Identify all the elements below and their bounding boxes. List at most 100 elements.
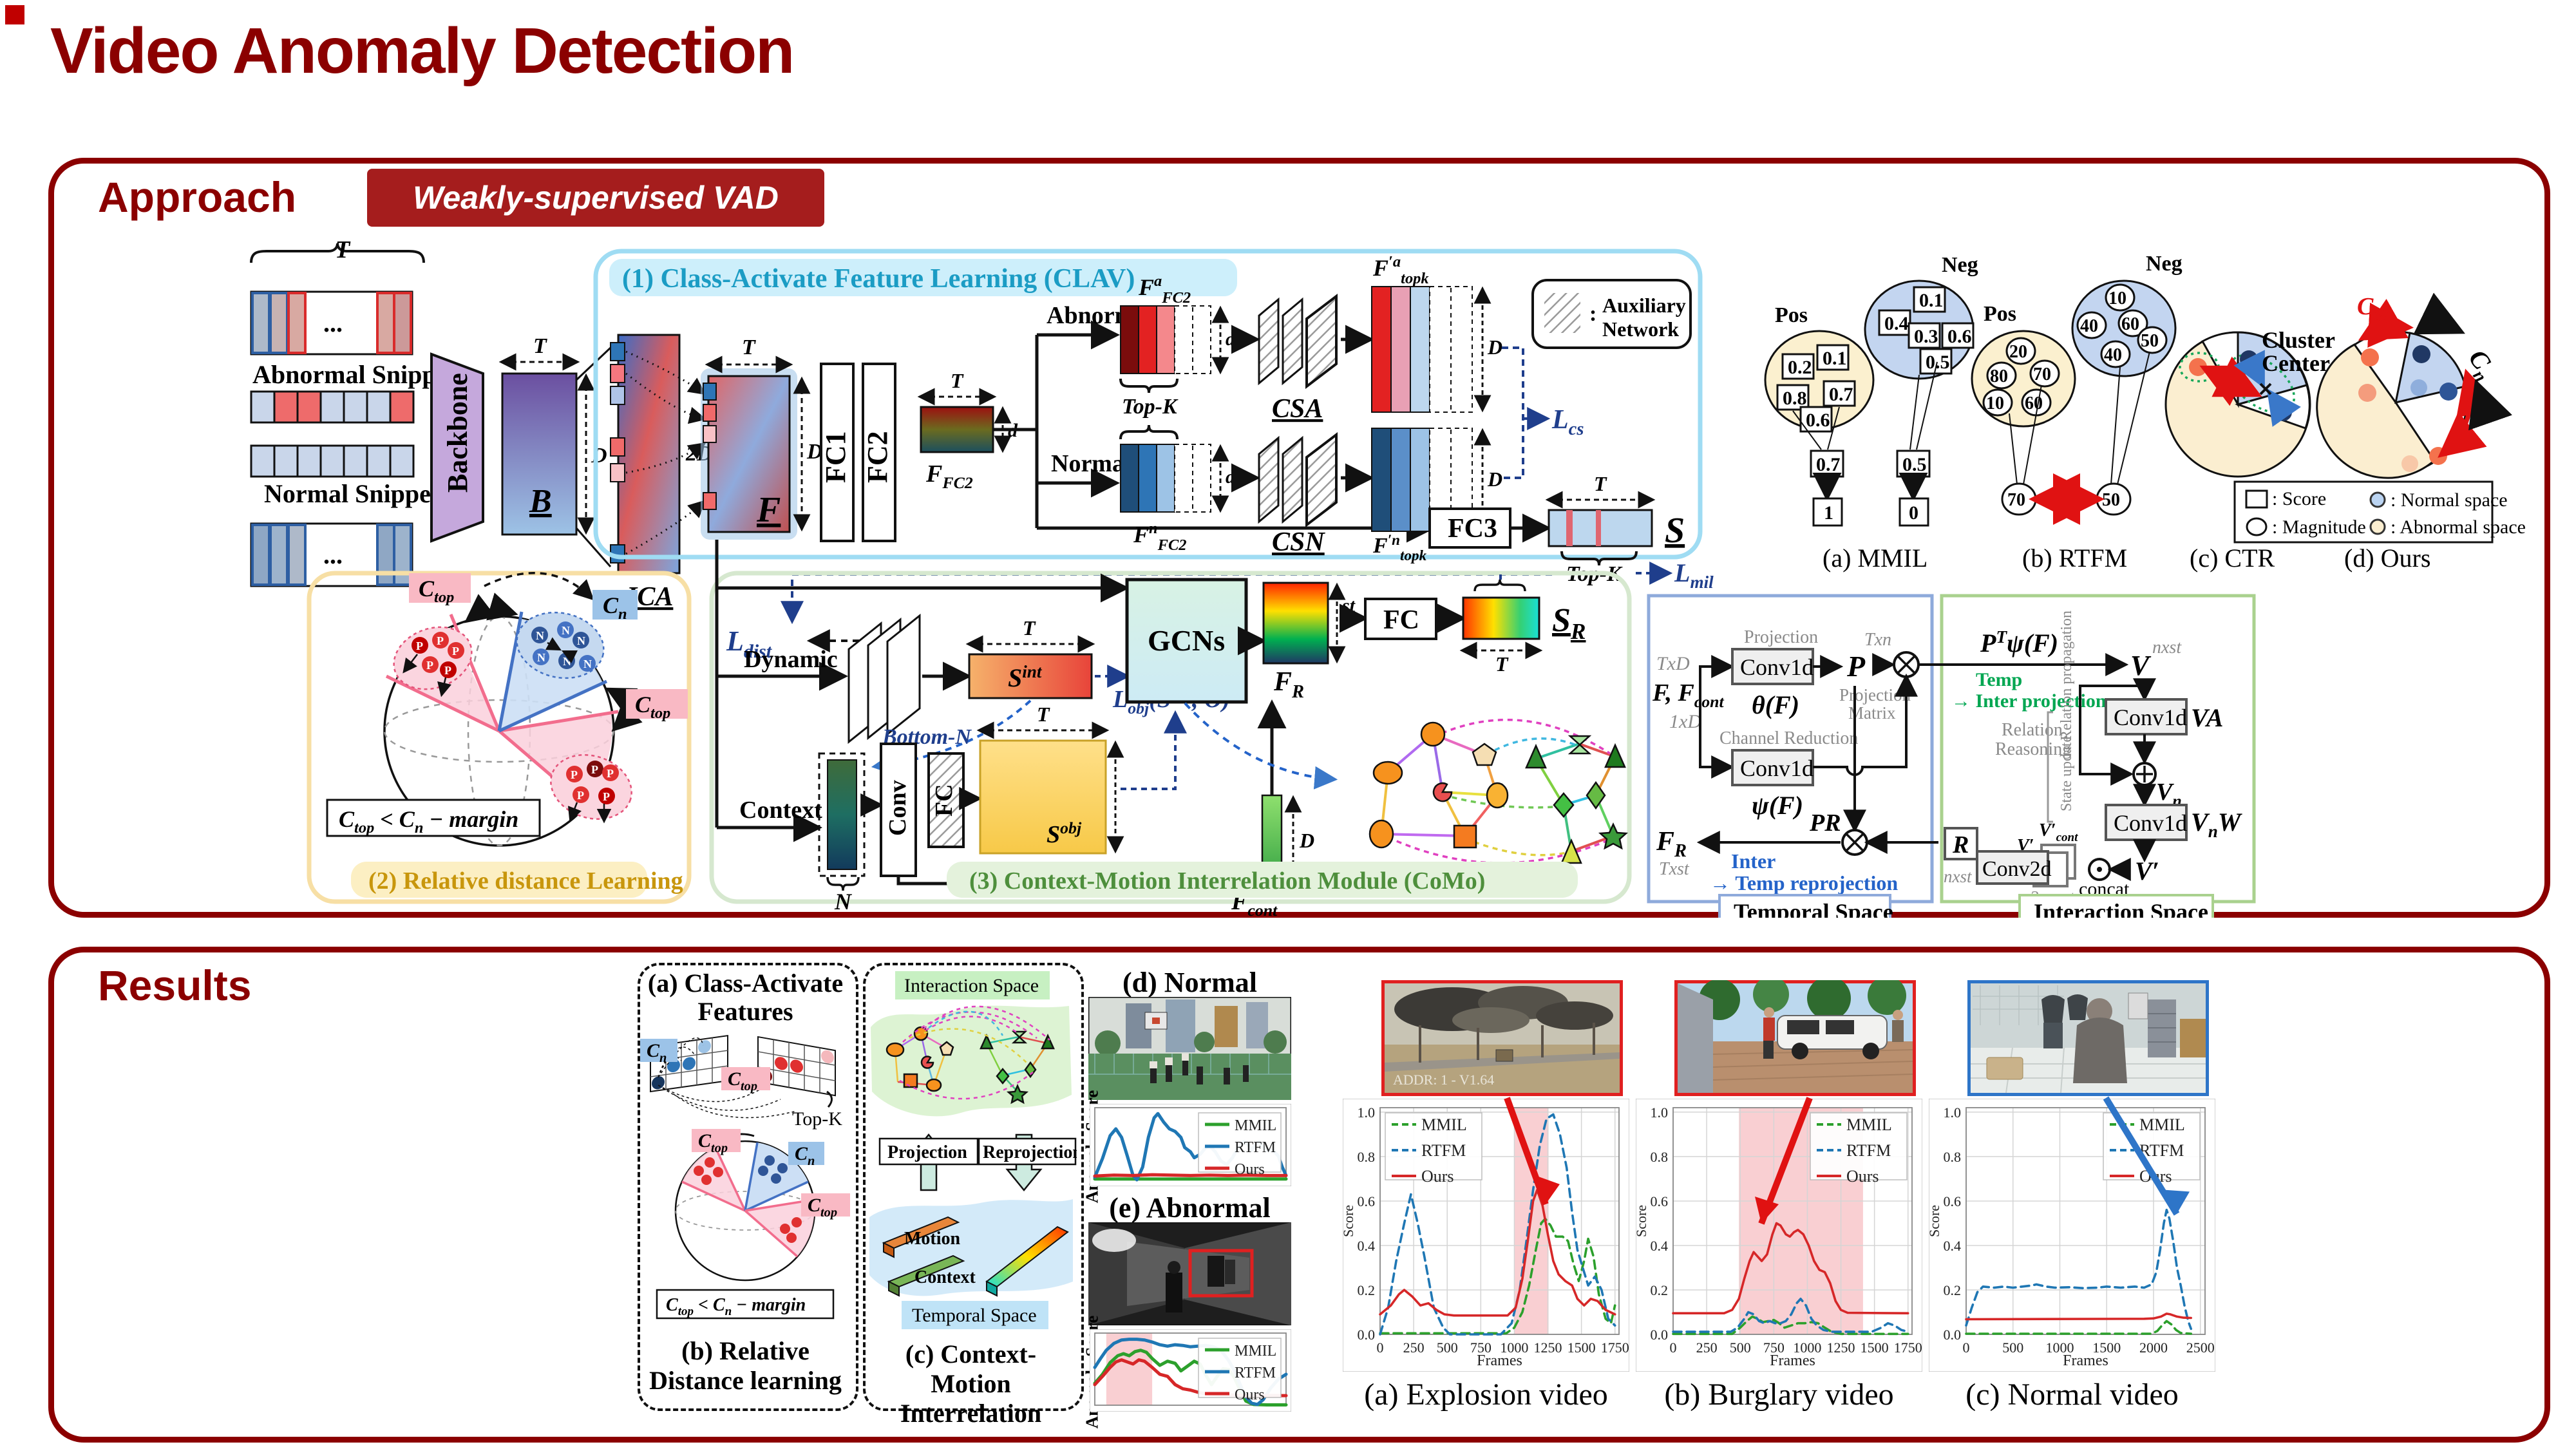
burglary-video-frame <box>1674 980 1916 1096</box>
svg-text:0.4: 0.4 <box>1358 1238 1376 1254</box>
rtfm-neg-mags: 10 40 60 50 40 <box>2076 283 2168 368</box>
svg-text:Score: Score <box>1343 1205 1356 1237</box>
svg-text:Top-K: Top-K <box>1122 395 1179 419</box>
svg-text:MMIL: MMIL <box>2139 1115 2185 1134</box>
sobj-matrix: T Sobj <box>976 703 1187 855</box>
svg-text:0.8: 0.8 <box>1358 1149 1376 1165</box>
series-mmil <box>1965 1320 2193 1335</box>
svg-text:N: N <box>577 634 585 647</box>
svg-text:Context: Context <box>914 1267 976 1287</box>
series-rtfm <box>1379 1113 1616 1336</box>
svg-text:: Score: : Score <box>2272 488 2326 509</box>
svg-text:T: T <box>335 236 351 263</box>
interaction-label-box <box>2018 894 2214 918</box>
svg-text:N: N <box>536 629 544 642</box>
svg-text:FFC2: FFC2 <box>925 460 973 492</box>
abnormal-bbox <box>1188 1249 1254 1298</box>
matrix-Ftopk-a: F′atopk D <box>1371 253 1502 413</box>
interaction-blob <box>871 1005 1072 1117</box>
svg-text:F, Fcont: F, Fcont <box>1652 679 1725 711</box>
svg-text:Ctop: Ctop <box>419 576 454 606</box>
svg-text:70: 70 <box>2033 365 2051 384</box>
como-box <box>709 571 1632 904</box>
svg-text:GCNs: GCNs <box>1148 624 1225 657</box>
page-title: Video Anomaly Detection <box>50 15 795 87</box>
auxiliary-network-legend: : Auxiliary Network <box>1531 279 1692 349</box>
svg-text:Relation propagation: Relation propagation <box>2058 611 2075 741</box>
svg-text:1000: 1000 <box>2045 1340 2074 1356</box>
svg-text:Sobj: Sobj <box>1046 819 1082 848</box>
svg-text:0: 0 <box>1377 1340 1384 1356</box>
svg-text:st: st <box>1341 595 1356 616</box>
svg-text:Network: Network <box>1602 317 1679 341</box>
svg-text:0.3: 0.3 <box>1914 326 1938 347</box>
svg-text:P: P <box>1846 650 1866 683</box>
svg-text:P: P <box>577 789 584 802</box>
svg-text:P: P <box>603 790 610 803</box>
svg-text:Projection: Projection <box>1839 685 1911 705</box>
svg-text:0.8: 0.8 <box>1783 388 1807 409</box>
svg-text:RTFM: RTFM <box>1421 1141 1466 1160</box>
svg-text:P: P <box>437 634 444 647</box>
series-ours <box>1379 1188 1616 1317</box>
conv2d-box <box>1976 850 2049 885</box>
svg-text:PTψ(F): PTψ(F) <box>1980 627 2058 658</box>
series-ours <box>1672 1222 1909 1315</box>
context-bar: Context <box>887 1255 976 1297</box>
conv1d-vnw <box>2105 804 2188 841</box>
como-fc-box <box>927 752 965 848</box>
svg-text:P: P <box>426 659 433 672</box>
series-ours <box>1093 1173 1288 1178</box>
svg-text:VnW: VnW <box>2191 808 2242 841</box>
svg-text:40: 40 <box>2104 345 2122 365</box>
context-n-bar: N <box>818 752 866 914</box>
svg-text:60: 60 <box>2121 314 2139 334</box>
svg-text:N: N <box>834 889 853 914</box>
svg-text:Ctop: Ctop <box>728 1068 757 1094</box>
svg-text:0.2: 0.2 <box>1944 1282 1962 1298</box>
series-rtfm <box>1672 1297 1909 1333</box>
svg-text:0.4: 0.4 <box>1651 1238 1669 1254</box>
clav-title-pill <box>609 259 1237 296</box>
svg-text:Conv: Conv <box>884 780 911 836</box>
svg-text:0.8: 0.8 <box>1944 1149 1962 1165</box>
svg-text:Conv1d: Conv1d <box>1740 755 1814 781</box>
svg-text:1250: 1250 <box>1827 1340 1855 1356</box>
svg-text:10: 10 <box>1986 393 2004 413</box>
svg-text::: : <box>1589 302 1596 326</box>
svg-text:2000: 2000 <box>2139 1340 2168 1356</box>
svg-text:VA: VA <box>2191 703 2223 732</box>
fused-bar <box>985 1226 1069 1297</box>
svg-text:d: d <box>1226 466 1236 488</box>
svg-text:P: P <box>416 639 423 652</box>
svg-text:F′atopk: F′atopk <box>1372 253 1429 287</box>
fc1-box <box>820 363 855 542</box>
svg-text:Txst: Txst <box>1659 859 1690 879</box>
sr-bar: T SR <box>1459 574 1586 676</box>
explosion-caption: (a) Explosion video <box>1364 1378 1608 1412</box>
svg-text:: Abnormal space: : Abnormal space <box>2391 516 2526 538</box>
space-legend: : Score : Magnitude : Normal space : Abn… <box>2233 480 2526 544</box>
svg-text:Cn: Cn <box>2459 344 2503 385</box>
svg-text:D: D <box>1299 829 1314 852</box>
svg-text:F: F <box>756 490 781 530</box>
svg-text:R: R <box>1952 831 1969 858</box>
svg-text:: Magnitude: : Magnitude <box>2272 516 2366 538</box>
matrix-F: F T D <box>701 336 823 540</box>
svg-text:50: 50 <box>2102 490 2120 510</box>
series-mmil <box>1672 1315 1909 1336</box>
svg-text:Ctop: Ctop <box>2357 293 2394 325</box>
svg-text:1750: 1750 <box>1601 1340 1629 1356</box>
e-title: (e) Abnormal <box>1109 1192 1271 1224</box>
svg-text:0.6: 0.6 <box>1944 1193 1962 1209</box>
svg-text:D: D <box>591 444 607 468</box>
backbone-label: Backbone <box>442 373 473 493</box>
caption-mmil: (a) MMIL <box>1823 544 1927 573</box>
temporal-space-pill <box>902 1301 1048 1329</box>
conv-plane-stack <box>848 613 921 744</box>
explosion-video-frame: ADDR: 1 - V1.64 <box>1381 980 1623 1096</box>
svg-text:RTFM: RTFM <box>2139 1141 2184 1160</box>
svg-text:T: T <box>742 336 756 359</box>
